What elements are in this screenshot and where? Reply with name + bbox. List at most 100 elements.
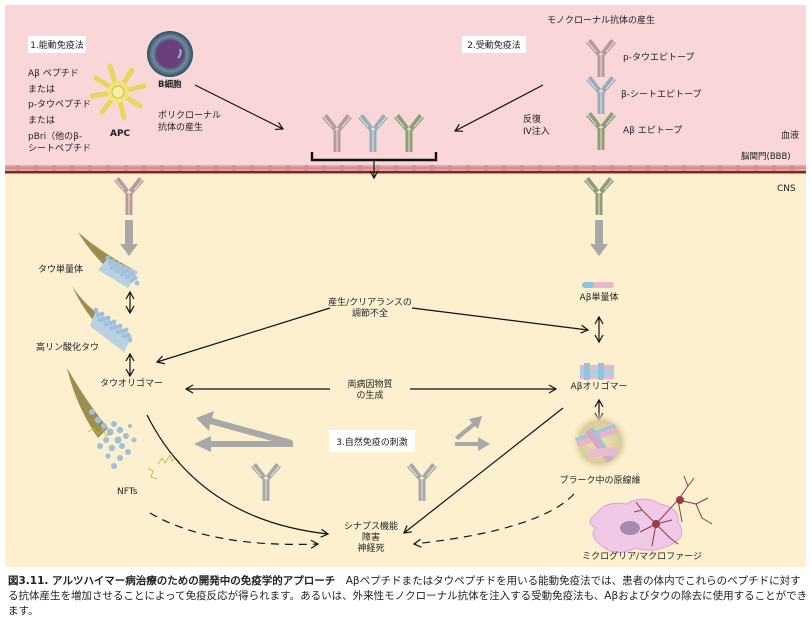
microglia-to-synapse-dashed — [412, 493, 575, 548]
cns-antibody-abeta-icon — [584, 177, 614, 215]
tau-monomer-filament — [78, 232, 140, 288]
tau-bead — [125, 449, 131, 455]
blood-label: 血液 — [781, 131, 800, 141]
tau-bead — [97, 317, 103, 323]
peptide-option-3: pBri（他のβ- — [28, 132, 83, 142]
outcome-label-2: 障害 — [361, 533, 380, 543]
hyper-tau-label: 高リン酸化タウ — [36, 343, 100, 353]
tau-bead — [111, 319, 117, 325]
apc-label: APC — [110, 129, 131, 139]
peptide-or-1: または — [28, 85, 56, 95]
cns-antibodies — [114, 177, 614, 215]
tau-bead — [131, 437, 137, 443]
gray-arrow-tau — [120, 220, 138, 256]
hyperphosphorylated-tau-filament — [72, 286, 133, 352]
abeta-oligomer-label: Aβオリゴマー — [570, 382, 628, 392]
tau-bead — [106, 428, 114, 436]
tau-bead — [123, 433, 129, 439]
tau-bead — [119, 443, 125, 449]
nft-tangle — [67, 368, 181, 480]
abeta-oligomer-icon — [580, 363, 614, 380]
dysregulation-to-abeta-arrow — [411, 307, 590, 334]
tau-to-synapse-dashed — [149, 512, 320, 549]
microglia-label: ミクログリア/マクロファージ — [582, 552, 702, 562]
innate-gray-arrows — [194, 411, 490, 452]
tau-bead — [93, 307, 99, 313]
outcome-label-1: シナプス機能 — [343, 522, 398, 532]
outcome-label-3: 神経死 — [357, 544, 385, 554]
tau-bead — [128, 424, 132, 428]
tau-bead — [115, 329, 121, 335]
tau-bead — [117, 455, 123, 461]
tau-bead — [121, 333, 127, 339]
tau-bead — [130, 270, 136, 276]
monoclonal-antibodies — [586, 39, 616, 150]
generation-label-2: の生成 — [356, 391, 384, 401]
tau-oligomer-label: タウオリゴマー — [100, 379, 164, 389]
figure-caption: 図3.11. アルツハイマー病治療のための開発中の免疫学的アプローチ Aβペプチ… — [8, 574, 808, 619]
bbb-membrane — [5, 165, 806, 172]
tau-bead — [89, 409, 95, 415]
passive-title-text: 2.受動免疫法 — [467, 41, 521, 51]
tau-bead — [108, 444, 116, 452]
polyclonal-label-2: 抗体の産生 — [158, 123, 204, 133]
iv-label-1: 反復 — [523, 115, 542, 125]
nfts-label: NFTs — [117, 487, 138, 497]
dysregulation-to-tau-arrow — [155, 307, 331, 365]
iv-label-2: IV注入 — [523, 127, 550, 137]
abeta-monomer-icon — [582, 282, 614, 288]
antibody-abeta-icon — [394, 114, 424, 152]
innate-immunity-text: 3.自然免疫の刺激 — [336, 437, 408, 448]
tau-bead — [101, 423, 107, 429]
tau-bead — [125, 267, 131, 273]
plaque-fibrils-icon — [570, 412, 630, 472]
tau-bead — [125, 332, 131, 338]
tau-bead — [115, 261, 121, 267]
polyclonal-label-1: ポリクローナル — [158, 111, 222, 121]
cns-compartment — [5, 174, 806, 567]
gray-arrow-abeta — [590, 220, 608, 256]
b-cell-label: B細胞 — [158, 80, 182, 90]
dysregulation-label-1: 産生/クリアランスの — [328, 298, 412, 308]
antibody-p-tau-icon — [322, 114, 352, 152]
cns-antibody-tau-icon — [114, 177, 144, 215]
tau-bead — [111, 463, 117, 469]
bbb-base — [5, 171, 806, 174]
tau-monomer-label: タウ単量体 — [38, 265, 84, 275]
peptide-option-3b: シートペプチド — [28, 144, 92, 154]
tau-bead — [113, 324, 119, 330]
tau-bead — [119, 328, 125, 334]
tau-bead — [127, 337, 133, 343]
b-cell-icon — [147, 31, 193, 77]
apc-cell-icon — [89, 63, 147, 121]
epitope-abeta: Aβ エピトープ — [623, 126, 683, 136]
innate-antibodies — [251, 463, 437, 501]
tau-bead — [105, 255, 111, 261]
abeta-to-synapse-arrow — [403, 407, 564, 534]
tau-bead — [107, 320, 113, 326]
tau-bead — [99, 311, 105, 317]
passive-immunization-title: 2.受動免疫法 — [462, 36, 526, 53]
tau-bead — [132, 275, 138, 281]
tau-bead — [123, 327, 129, 333]
tau-bead — [103, 321, 109, 327]
active-immunization-title: 1.能動免疫法 — [28, 36, 86, 53]
tau-bead — [109, 325, 115, 331]
antibody-beta-sheet-icon — [358, 114, 388, 152]
mono-antibody-abeta-icon — [586, 112, 616, 150]
peptide-option-2: p-タウペプチド — [28, 100, 91, 110]
tau-bead — [117, 323, 123, 329]
tau-to-synapse-curve — [146, 414, 330, 538]
arrow-polyclonal — [194, 84, 285, 131]
tau-bead — [114, 436, 122, 444]
bbb-label: 脳関門(BBB) — [741, 152, 791, 162]
peptide-option-1: Aβ ペプチド — [28, 69, 79, 79]
tau-bead — [116, 426, 124, 434]
tau-bead — [111, 421, 117, 427]
tau-bead — [103, 437, 109, 443]
antibody-group — [322, 114, 424, 152]
innate-antibody-left-icon — [251, 463, 281, 501]
epitope-beta-sheet: β-シートエピトープ — [621, 90, 702, 100]
